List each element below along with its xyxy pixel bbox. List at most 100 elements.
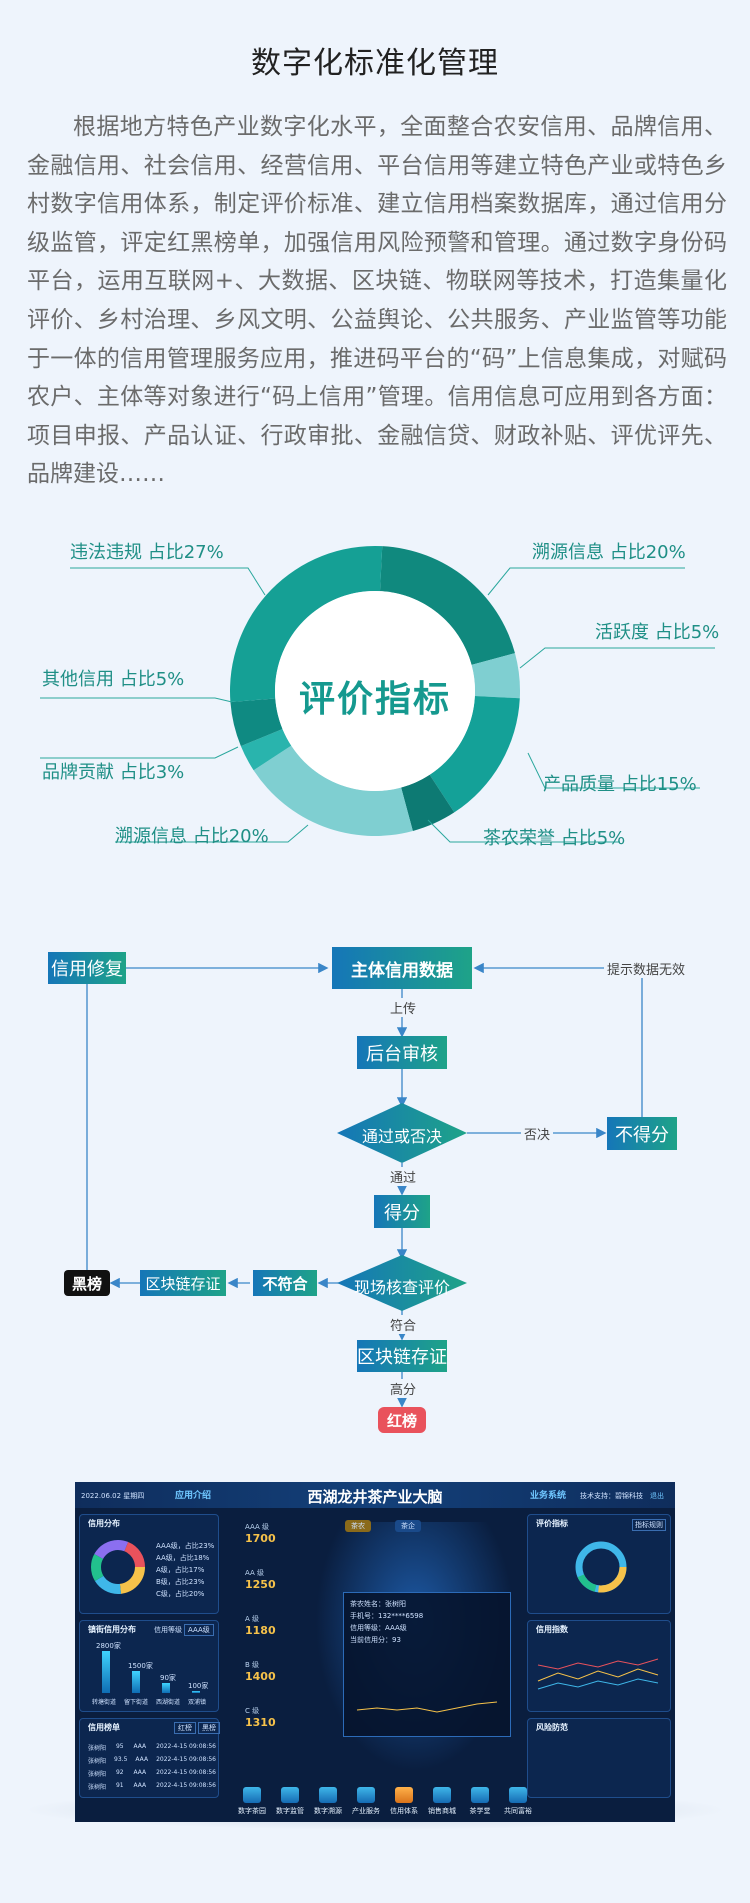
edge-pass: 通过 — [387, 1167, 420, 1186]
donut-segment — [253, 745, 413, 836]
label-trace-1: 溯源信息 占比20% — [532, 542, 686, 563]
dist-item: AA级，占比18% — [156, 1554, 210, 1562]
fail-box: 不符合 — [253, 1270, 317, 1296]
panel-eval-index: 评价指标 指标规则 — [527, 1514, 671, 1614]
dist-item: B级，占比23% — [156, 1578, 205, 1586]
card-trend-line — [356, 1701, 498, 1713]
label-honor: 茶农荣誉 占比5% — [483, 828, 626, 849]
leader-line — [115, 824, 309, 843]
leader-line — [70, 567, 266, 596]
panel-title: 评价指标 — [536, 1519, 568, 1528]
leader-line — [40, 697, 233, 703]
tea-farmer-toggle[interactable]: 茶农 — [345, 1520, 371, 1532]
panel-title: 信用分布 — [88, 1519, 120, 1528]
edge-invalid: 提示数据无效 — [604, 959, 689, 978]
donut-segment — [240, 729, 292, 771]
bar-name: 双浦镇 — [188, 1699, 207, 1706]
panel-risk: 风险防范 — [527, 1718, 671, 1798]
dash-support: 技术支持：碧锦科技 — [580, 1492, 643, 1500]
label-violation: 违法违规 占比27% — [70, 542, 224, 563]
bar — [192, 1691, 200, 1693]
onsite-label: 现场核查评价 — [353, 1278, 450, 1297]
edge-reject: 否决 — [521, 1124, 554, 1143]
dash-exit[interactable]: 退出 — [650, 1492, 664, 1500]
score-box: 得分 — [374, 1195, 430, 1228]
blacklist-box: 黑榜 — [64, 1270, 110, 1296]
dash-tab-system[interactable]: 业务系统 — [530, 1491, 567, 1501]
flow-arrows — [81, 962, 643, 1408]
main-data-box: 主体信用数据 — [332, 947, 472, 989]
edge-high: 高分 — [387, 1379, 420, 1398]
dist-item: AAA级，占比23% — [156, 1542, 215, 1550]
dashboard-screenshot: 2022.06.02 星期四 应用介绍 西湖龙井茶产业大脑 业务系统 技术支持：… — [75, 1482, 675, 1822]
donut-segment — [471, 653, 520, 699]
bar-value: 2800家 — [96, 1642, 121, 1650]
nav-item[interactable]: 茶学堂 — [463, 1787, 497, 1816]
bar-value: 100家 — [188, 1682, 209, 1690]
chain-left-box: 区块链存证 — [140, 1270, 226, 1296]
bar-value: 90家 — [160, 1674, 176, 1682]
nav-item[interactable]: 信用体系 — [387, 1787, 421, 1816]
grade-select-label: 信用等级 — [154, 1626, 182, 1634]
bottom-nav: 数字茶园 数字监管 数字溯源 产业服务 信用体系 销售商城 茶学堂 共同富裕 — [235, 1787, 535, 1816]
onsite-diamond — [337, 1255, 467, 1311]
nav-item[interactable]: 产业服务 — [349, 1787, 383, 1816]
donut-center-label: 评价指标 — [298, 679, 451, 720]
nav-item[interactable]: 销售商城 — [425, 1787, 459, 1816]
panel-title: 风险防范 — [536, 1723, 568, 1732]
leader-line — [40, 746, 239, 759]
bar — [132, 1671, 140, 1693]
edge-upload: 上传 — [387, 998, 420, 1017]
nav-item[interactable]: 数字茶园 — [235, 1787, 269, 1816]
red-tab[interactable]: 红榜 — [174, 1722, 196, 1734]
label-brand: 品牌贡献 占比3% — [42, 762, 185, 783]
card-score: 当前信用分：93 — [350, 1636, 401, 1644]
bar-value: 1500家 — [128, 1662, 153, 1670]
decision-diamond — [337, 1103, 467, 1163]
nav-item[interactable]: 数字监管 — [273, 1787, 307, 1816]
repair-box: 信用修复 — [48, 952, 126, 984]
leader-line — [527, 752, 700, 789]
donut-svg — [40, 546, 715, 843]
nav-item[interactable]: 共同富裕 — [501, 1787, 535, 1816]
panel-title: 信用榜单 — [88, 1723, 120, 1732]
credit-flowchart: 主体信用数据 上传 后台审核 通过或否决 否决 不得分 提示数据无效 通过 得分… — [0, 935, 750, 1455]
no-score-box: 不得分 — [607, 1117, 677, 1150]
panel-town-dist: 镇街信用分布 信用等级 AAA级 2800家 1500家 90家 100家 转塘… — [79, 1620, 219, 1712]
donut-segment — [230, 698, 283, 747]
page-title: 数字化标准化管理 — [251, 46, 499, 81]
label-activity: 活跃度 占比5% — [595, 622, 720, 643]
index-rule-button[interactable]: 指标规则 — [632, 1519, 666, 1531]
chain-bottom-box: 区块链存证 — [357, 1340, 447, 1372]
leader-line — [487, 567, 685, 596]
donut-hole — [275, 591, 475, 791]
label-trace-2: 溯源信息 占比20% — [115, 826, 269, 847]
donut-segment — [379, 546, 515, 665]
panel-credit-index: 信用指数 — [527, 1620, 671, 1712]
nav-item[interactable]: 数字溯源 — [311, 1787, 345, 1816]
leader-line — [427, 819, 620, 843]
panel-title: 镇街信用分布 — [88, 1625, 136, 1634]
bar — [162, 1683, 170, 1693]
grade-select[interactable]: AAA级 — [184, 1624, 214, 1636]
black-tab[interactable]: 黑榜 — [198, 1722, 220, 1734]
edge-meet: 符合 — [387, 1315, 420, 1334]
index-ring — [575, 1541, 627, 1593]
review-box: 后台审核 — [357, 1036, 447, 1069]
dash-tab-intro[interactable]: 应用介绍 — [175, 1491, 212, 1501]
tea-enterprise-toggle[interactable]: 茶企 — [395, 1520, 421, 1532]
dist-item: C级，占比20% — [156, 1590, 205, 1598]
bar-name: 转塘街道 — [92, 1699, 117, 1706]
dash-date: 2022.06.02 星期四 — [81, 1492, 145, 1500]
panel-title: 信用指数 — [536, 1625, 568, 1634]
dashboard-header — [75, 1482, 675, 1508]
bar-name: 西湖街道 — [156, 1699, 181, 1706]
